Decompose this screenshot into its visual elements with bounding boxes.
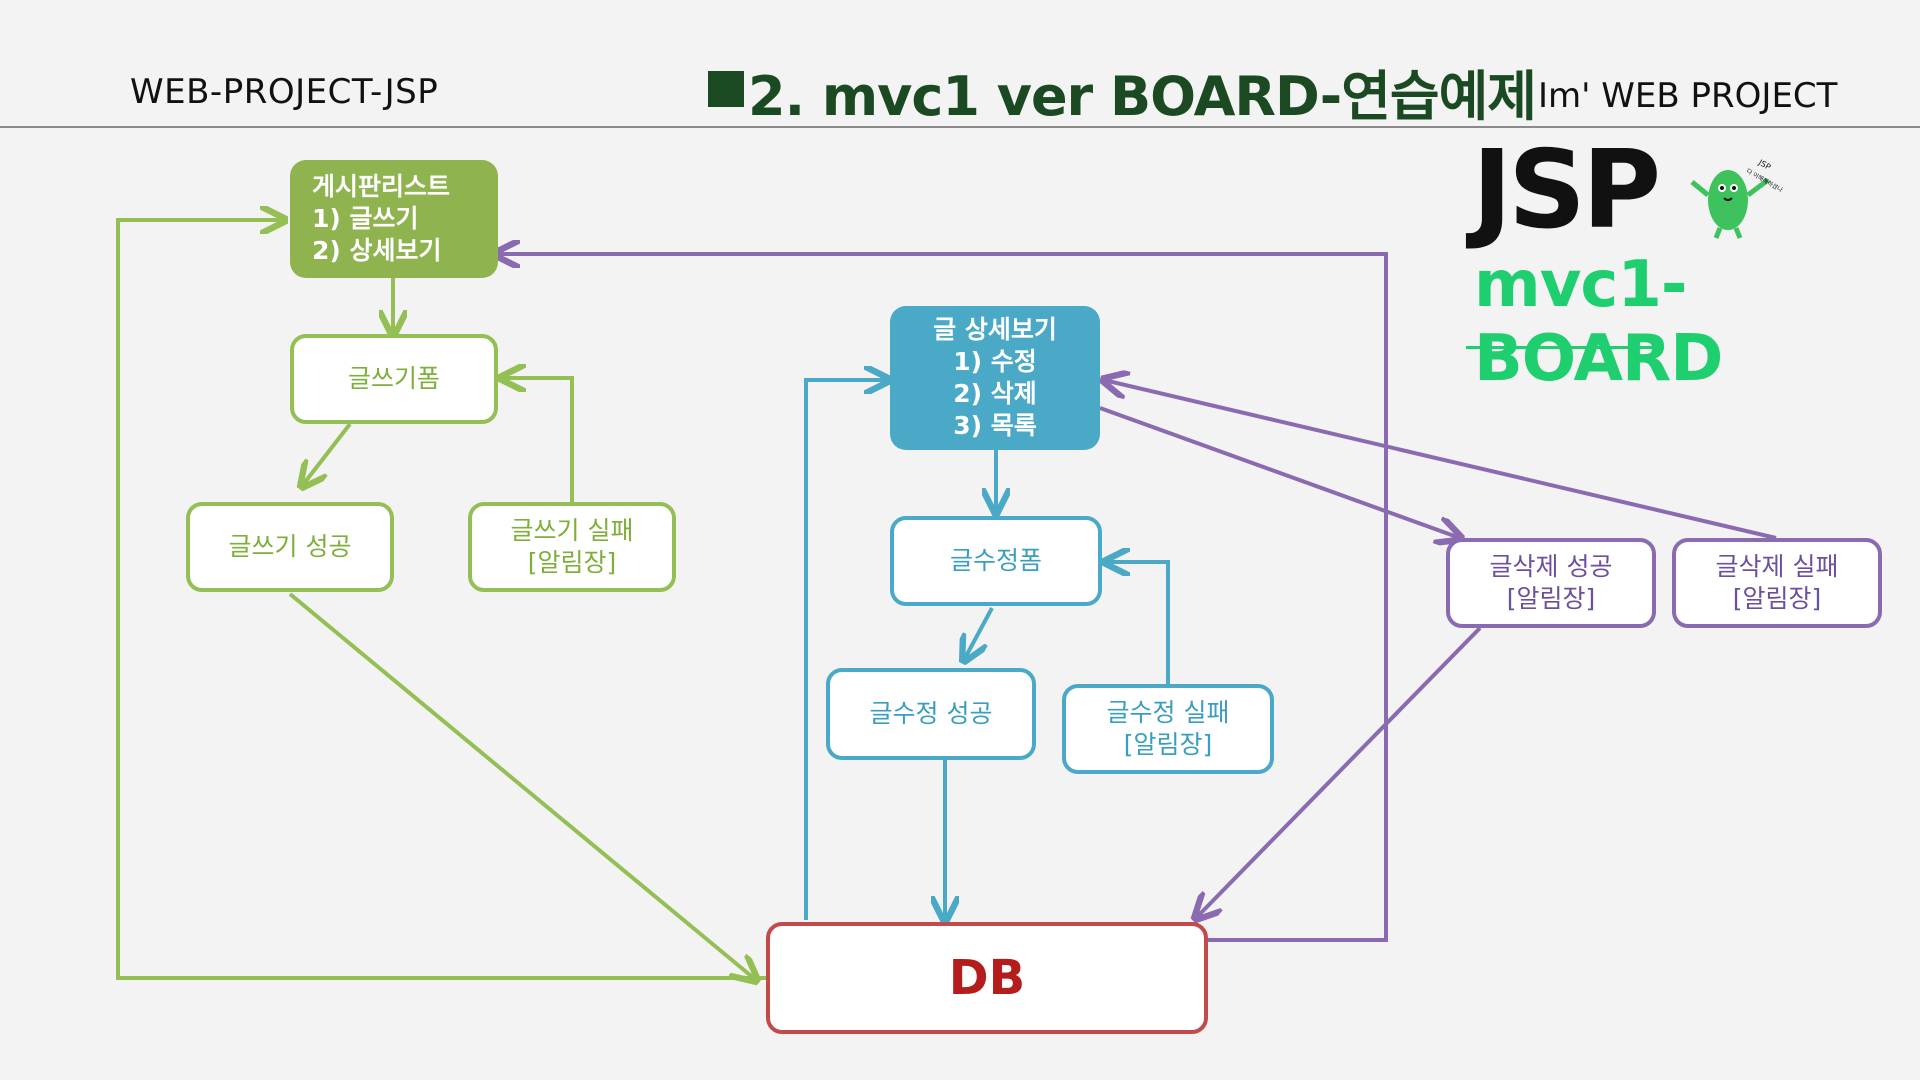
node-write-success: 글쓰기 성공 [186,502,394,592]
node-edit-fail-line1: 글수정 실패 [1106,698,1230,727]
arrow-success-to-db [288,592,756,980]
node-write-form: 글쓰기폼 [290,334,498,424]
node-edit-fail-line2: [알림장] [1123,730,1213,759]
header-divider [0,126,1920,128]
node-delete-success: 글삭제 성공 [알림장] [1446,538,1656,628]
arrow-deletefail-to-detail [1104,380,1777,540]
arrow-detail-to-deletesuccess [1099,406,1460,538]
node-detail: 글 상세보기 1) 수정 2) 삭제 3) 목록 [890,306,1100,450]
logo-jsp: JSP [1472,128,1661,253]
node-edit-form: 글수정폼 [890,516,1102,606]
node-board-list-item2: 2) 상세보기 [312,236,442,265]
node-edit-form-label: 글수정폼 [949,546,1042,575]
node-edit-success: 글수정 성공 [826,668,1036,760]
square-bullet-icon [708,71,744,107]
node-detail-item1: 1) 수정 [953,347,1037,376]
logo-subtitle: mvc1-BOARD [1474,248,1723,396]
mascot-icon: JSP 다 이해해하셨나 [1690,157,1785,239]
logo-underline [1466,346,1656,349]
node-delete-fail: 글삭제 실패 [알림장] [1672,538,1882,628]
node-delete-fail-line2: [알림장] [1732,584,1822,613]
node-delete-success-line2: [알림장] [1506,584,1596,613]
node-write-fail: 글쓰기 실패 [알림장] [468,502,676,592]
node-detail-item3: 3) 목록 [953,411,1037,440]
node-delete-fail-line1: 글삭제 실패 [1715,552,1839,581]
node-edit-success-label: 글수정 성공 [869,699,993,728]
node-detail-title: 글 상세보기 [933,315,1057,344]
node-edit-fail: 글수정 실패 [알림장] [1062,684,1274,774]
node-delete-success-line1: 글삭제 성공 [1489,552,1613,581]
node-write-success-label: 글쓰기 성공 [228,532,352,561]
arrow-fail-to-writeform [502,378,574,502]
arrow-editfail-to-editform [1106,562,1170,684]
arrow-db-to-detail [804,380,888,920]
page-title-text: 2. mvc1 ver BOARD-연습예제 [748,65,1537,128]
node-write-fail-line2: [알림장] [527,548,617,577]
header-left-label: WEB-PROJECT-JSP [130,72,439,112]
node-board-list: 게시판리스트 1) 글쓰기 2) 상세보기 [290,160,498,278]
node-detail-item2: 2) 삭제 [953,379,1037,408]
node-db-label: DB [948,950,1026,1006]
node-write-fail-line1: 글쓰기 실패 [510,516,634,545]
page-title: 2. mvc1 ver BOARD-연습예제 [708,52,1537,131]
header-right-label: Im' WEB PROJECT [1538,76,1838,116]
arrow-deletesuccess-to-db [1196,626,1482,918]
arrow-db-to-list [116,220,766,980]
arrow-writeform-to-success [302,422,352,486]
arrow-editform-to-success [964,607,994,660]
node-board-list-title: 게시판리스트 [312,172,451,201]
node-board-list-item1: 1) 글쓰기 [312,204,419,233]
arrow-db-to-list-purple [496,254,1388,942]
node-db: DB [766,922,1208,1034]
node-write-form-label: 글쓰기폼 [347,364,440,393]
